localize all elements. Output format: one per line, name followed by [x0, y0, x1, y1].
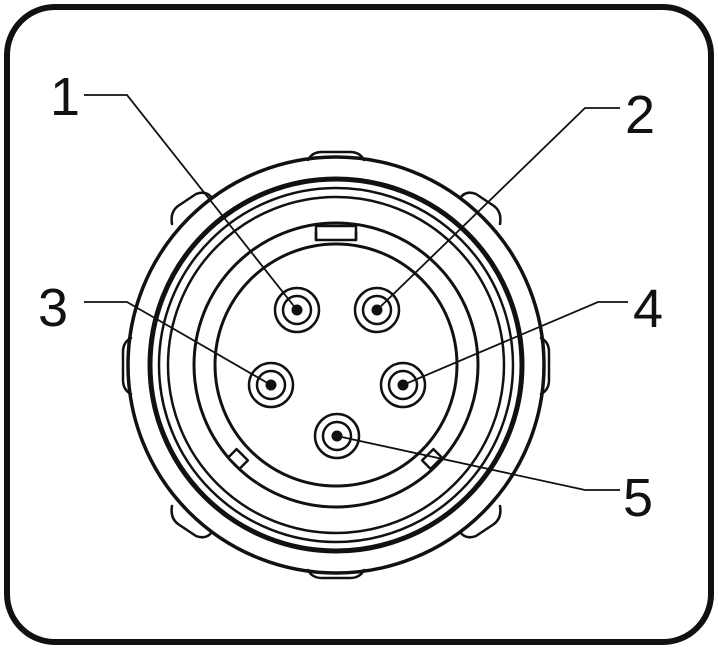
nut-inner-ring-2 — [157, 186, 515, 544]
leader-line-5 — [336, 435, 620, 491]
knurl-tab-right — [539, 336, 551, 396]
connector-face — [121, 150, 551, 580]
nut-knurl-tabs — [121, 150, 551, 580]
knurl-tab-upper-left — [170, 191, 214, 226]
pin-label-5: 5 — [623, 468, 653, 528]
knurl-tab-top — [306, 150, 366, 162]
locator-tab-right — [420, 447, 444, 471]
pin-label-1: 1 — [50, 67, 80, 127]
locator-tab-left — [226, 447, 250, 471]
nut-inner-ring — [147, 176, 525, 554]
pin-3 — [247, 361, 295, 409]
leader-lines — [84, 94, 628, 491]
knurl-tab-left — [121, 336, 133, 396]
leader-line-1 — [84, 94, 298, 311]
knurl-tab-lower-left — [170, 504, 214, 539]
outer-nut-ring — [126, 155, 546, 575]
leader-line-4 — [402, 301, 628, 386]
insulator-face — [213, 242, 459, 488]
knurl-tab-bottom — [306, 568, 366, 580]
insulator-outer-ring — [192, 221, 480, 509]
knurl-tab-upper-right — [458, 191, 502, 226]
leader-line-2 — [376, 107, 620, 311]
pin-label-3: 3 — [38, 278, 68, 338]
pin-labels: 1 2 3 4 5 — [38, 67, 663, 528]
leader-line-3 — [84, 301, 272, 386]
pin-5 — [313, 412, 361, 460]
keyway-notch — [314, 230, 358, 242]
pin-label-4: 4 — [633, 279, 663, 339]
pin-label-2: 2 — [625, 85, 655, 145]
shell-ring — [166, 195, 506, 535]
knurl-tab-lower-right — [458, 504, 502, 539]
